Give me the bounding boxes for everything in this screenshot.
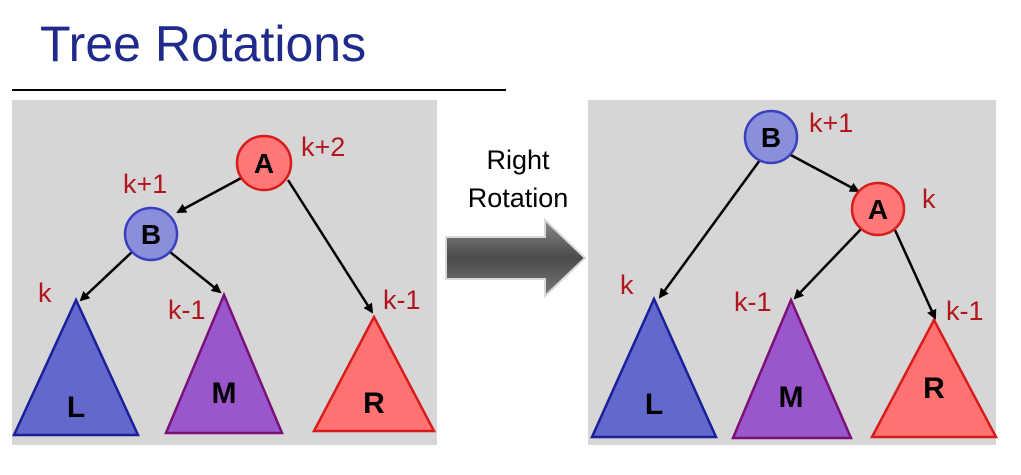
after-height-b: k+1 (809, 108, 853, 138)
after-height-r: k-1 (946, 296, 984, 326)
after-rotation-panel: B A L M R k+1 k k k-1 k-1 (588, 100, 999, 445)
after-edge-b-to-a (786, 151, 860, 193)
right-arrow-icon (445, 217, 587, 299)
before-subtree-m: M (164, 291, 284, 435)
after-subtree-r-label: R (923, 372, 945, 405)
before-node-a: A (235, 134, 293, 192)
before-height-l: k (38, 278, 52, 308)
before-node-a-label: A (254, 148, 274, 179)
after-node-a-label: A (868, 194, 888, 225)
page-title: Tree Rotations (40, 16, 367, 72)
before-subtree-r: R (311, 314, 437, 433)
before-height-r: k-1 (383, 285, 421, 315)
before-edge-a-to-b (176, 174, 246, 214)
after-subtree-l: L (590, 295, 718, 439)
after-subtree-l-label: L (645, 388, 663, 421)
before-height-m: k-1 (168, 295, 206, 325)
after-edge-a-to-r (893, 229, 937, 320)
before-node-b: B (123, 206, 179, 262)
before-edge-b-to-m (169, 251, 222, 294)
after-node-b-label: B (761, 122, 781, 153)
title-underline (12, 89, 506, 91)
after-subtree-m-label: M (779, 381, 804, 414)
before-rotation-panel: A B L M R k+2 k+1 k k-1 k-1 (12, 100, 437, 445)
after-subtree-m: M (731, 296, 853, 440)
before-height-a: k+2 (301, 132, 345, 162)
rotation-operation: Right Rotation (445, 145, 587, 299)
before-node-b-label: B (141, 219, 161, 250)
after-subtree-r: R (869, 317, 999, 439)
after-height-a: k (922, 184, 936, 214)
before-subtree-l: L (12, 297, 140, 437)
after-node-b: B (743, 109, 799, 165)
operation-label-line2: Rotation (468, 183, 569, 213)
after-height-l: k (620, 270, 634, 300)
after-edge-a-to-m (793, 226, 864, 300)
before-subtree-m-label: M (212, 377, 237, 410)
before-edge-a-to-r (286, 179, 374, 314)
before-subtree-l-label: L (67, 391, 85, 424)
before-subtree-r-label: R (363, 387, 385, 420)
operation-label-line1: Right (486, 145, 550, 175)
after-height-m: k-1 (734, 287, 772, 317)
before-height-b: k+1 (123, 169, 167, 199)
after-edge-b-to-l (658, 159, 762, 299)
after-node-a: A (850, 181, 906, 237)
before-edge-b-to-l (79, 251, 133, 302)
